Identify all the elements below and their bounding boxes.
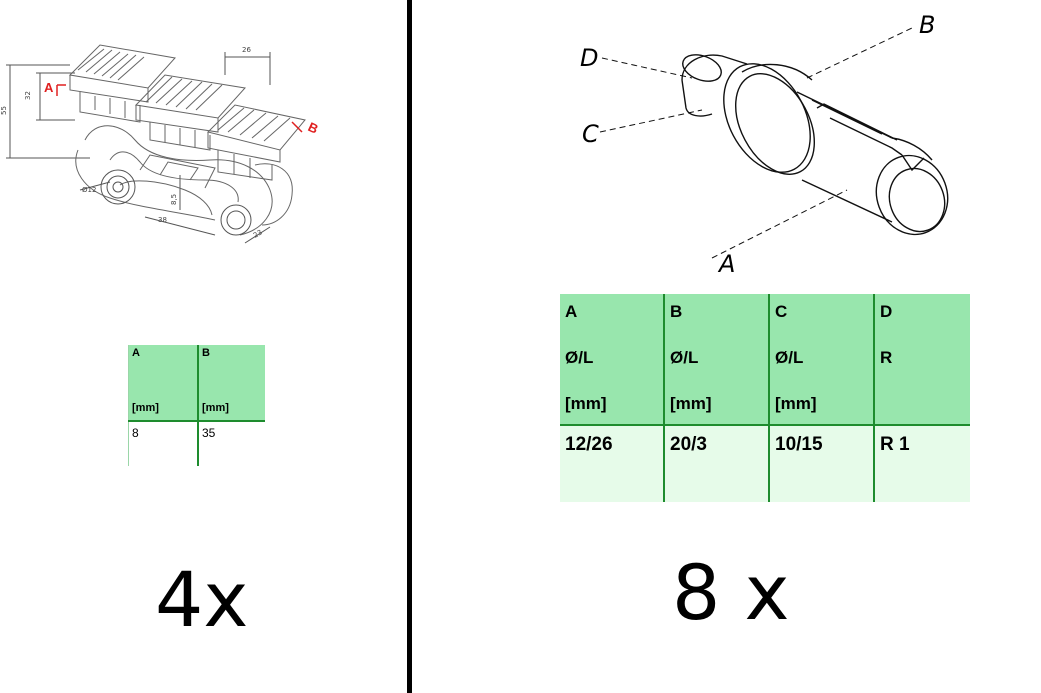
value-cell-b: 20/3 [664,425,770,502]
dim-23: 23 [252,228,264,239]
dim-38: 38 [158,216,167,224]
header-cell-c: C Ø/L [mm] [769,294,875,426]
dim-d12: Ø12 [82,186,96,194]
quantity-label: 4x [155,555,249,644]
value-cell-a: 8 [128,421,199,466]
left-panel: A B 26 32 55 Ø12 8,5 38 23 A [mm] B [mm] [0,0,407,693]
header-cell-b: B Ø/L [mm] [664,294,770,426]
dim-26: 26 [242,46,251,54]
dim-55: 55 [0,106,8,115]
pin-drawing: D C B A [580,11,949,278]
header-row: A Ø/L [mm] B Ø/L [mm] C Ø/L [mm] [560,294,970,426]
header-cell-b: B [mm] [198,345,265,422]
quantity-label: 8 x [672,548,790,637]
value-row: 8 35 [128,421,265,466]
value-cell-a: 12/26 [560,425,665,502]
label-d: D [580,44,598,72]
label-c: C [582,120,599,148]
header-cell-a: A Ø/L [mm] [560,294,665,426]
value-cell-d: R 1 [874,425,970,502]
label-a: A [717,250,735,278]
header-cell-d: D R [874,294,970,426]
right-spec-table: A Ø/L [mm] B Ø/L [mm] C Ø/L [mm] [560,294,970,502]
label-b: B [919,11,935,39]
header-row: A [mm] B [mm] [128,345,265,422]
value-row: 12/26 20/3 10/15 R 1 [560,425,970,502]
value-cell-b: 35 [198,421,265,466]
right-panel: D C B A A Ø/L [mm] B Ø/L [mm] [412,0,1041,693]
left-spec-table: A [mm] B [mm] 8 35 [128,345,265,466]
dim-32: 32 [24,91,32,100]
chain-link-drawing: A B 26 32 55 Ø12 8,5 38 23 [0,44,321,244]
marker-a: A [44,80,54,95]
dim-8-5: 8,5 [170,194,178,205]
marker-b: B [306,119,321,137]
panel-divider [407,0,412,693]
value-cell-c: 10/15 [769,425,875,502]
header-cell-a: A [mm] [128,345,199,422]
